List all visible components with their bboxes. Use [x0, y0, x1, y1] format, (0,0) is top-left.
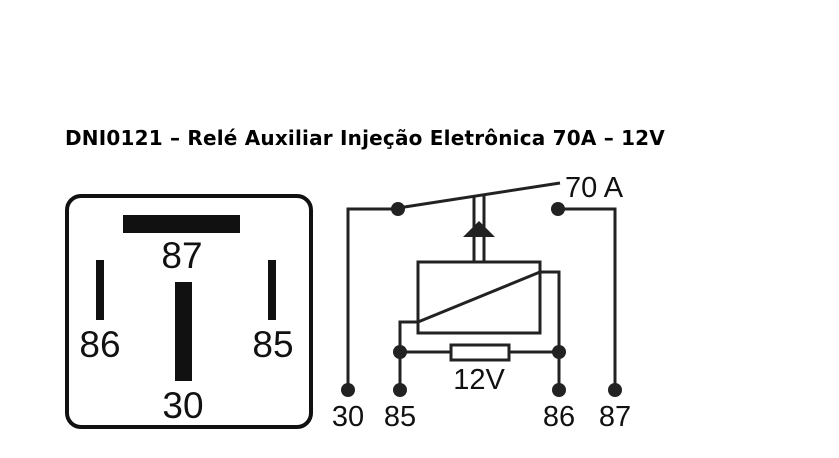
voltage-label: 12V: [453, 364, 505, 396]
terminal-label-86: 86: [543, 401, 575, 433]
pin-label-86: 86: [79, 324, 120, 365]
terminal-label-87: 87: [599, 401, 631, 433]
coil-diagonal: [417, 270, 541, 324]
wire-85: [398, 320, 418, 390]
pin-label-87: 87: [161, 235, 202, 276]
coil-box: [416, 260, 542, 335]
pin-85-blade: [268, 260, 276, 320]
pin-87-blade: [123, 215, 240, 233]
arrow-up-icon: [463, 221, 495, 237]
terminal-dot-30: [341, 383, 355, 397]
wire-30: [346, 207, 398, 390]
wire-86: [540, 270, 561, 390]
resistor: [449, 343, 511, 362]
relay-pinout: 87 86 85 30: [65, 194, 313, 429]
wire-87: [558, 207, 617, 390]
terminal-label-30: 30: [332, 401, 364, 433]
terminal-dot-85: [393, 383, 407, 397]
junction-dot: [393, 345, 407, 359]
junction-dot: [552, 345, 566, 359]
pin-86-blade: [96, 260, 104, 320]
terminal-dot-86: [552, 383, 566, 397]
relay-body-outline: [65, 194, 313, 429]
pin-label-30: 30: [162, 385, 203, 426]
contact-dot: [391, 202, 405, 216]
pin-30-blade: [175, 282, 192, 381]
switch-contact: [397, 181, 561, 210]
terminal-label-85: 85: [384, 401, 416, 433]
terminal-dot-87: [608, 383, 622, 397]
relay-schematic: [341, 181, 622, 397]
page-title: DNI0121 – Relé Auxiliar Injeção Eletrôni…: [65, 126, 665, 150]
contact-dot: [551, 202, 565, 216]
pin-label-85: 85: [252, 324, 293, 365]
current-rating-label: 70 A: [565, 172, 624, 204]
